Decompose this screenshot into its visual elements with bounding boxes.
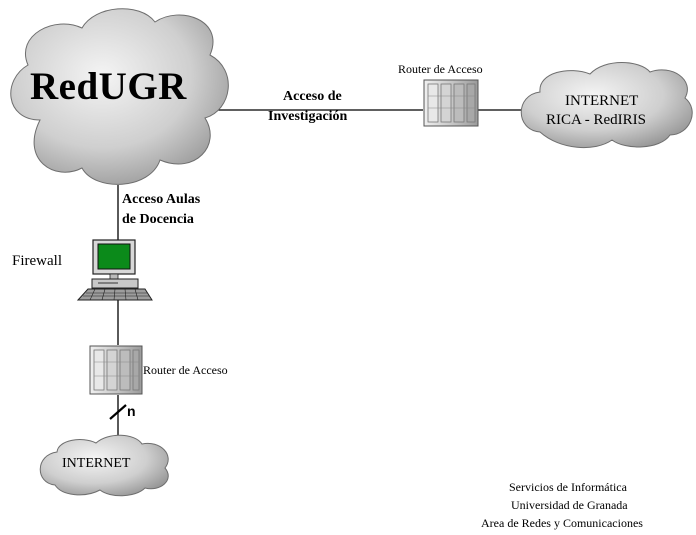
firewall-workstation-icon (76, 239, 153, 301)
internet-bottom-cloud (39, 434, 169, 497)
internet-top-label-line2: RICA - RedIRIS (546, 112, 647, 128)
research-link-label-line1: Acceso de (283, 89, 342, 104)
internet-bottom-label: INTERNET (62, 456, 131, 471)
redugr-cloud-label: RedUGR (30, 65, 187, 108)
router-bottom-icon (89, 345, 143, 395)
credits-line2: Universidad de Granada (511, 498, 628, 512)
router-top-label: Router de Acceso (398, 62, 483, 76)
connection-lines (109, 109, 522, 438)
research-link-label-line2: Investigación (268, 109, 348, 124)
multiplicity-label: n (127, 403, 136, 419)
credits-line3: Area de Redes y Comunicaciones (481, 516, 643, 530)
router-bottom-label: Router de Acceso (143, 363, 228, 377)
redugr-cloud (10, 8, 229, 185)
teaching-link-label-line2: de Docencia (122, 212, 194, 227)
credits-line1: Servicios de Informática (509, 480, 627, 494)
router-top-icon (423, 79, 479, 127)
multiplicity-tick (109, 404, 127, 420)
internet-top-cloud (520, 62, 693, 149)
firewall-label: Firewall (12, 253, 62, 269)
internet-top-label-line1: INTERNET (565, 93, 639, 109)
teaching-link-label-line1: Acceso Aulas (122, 192, 201, 207)
